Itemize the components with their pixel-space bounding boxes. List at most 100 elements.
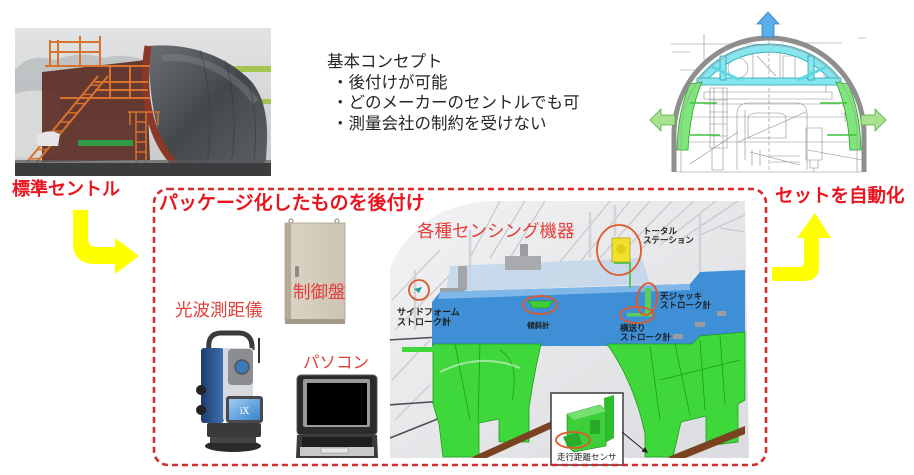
callout-line: ストローク計 xyxy=(660,301,712,311)
flow-arrow-down-right-icon xyxy=(73,210,139,274)
circle-lateral-feed xyxy=(619,306,655,324)
ts-screen xyxy=(229,399,260,420)
label-standard-centle: 標準セントル xyxy=(12,179,120,200)
circle-travel-sensor xyxy=(555,431,591,449)
cabinet-side xyxy=(285,223,291,320)
concept-bullet: ・後付けが可能 xyxy=(332,72,448,92)
label-control-panel: 制御盤 xyxy=(293,283,346,303)
scaffold-top-railing xyxy=(49,36,101,66)
drawing-gantry-beam xyxy=(688,91,852,143)
bracket-3 xyxy=(717,311,726,316)
laptop-display xyxy=(307,383,367,425)
photo-shell-rim xyxy=(142,45,183,172)
callout-line: 天ジャッキ xyxy=(660,292,703,302)
circle-side-form xyxy=(408,279,430,301)
package-dashed-boundary xyxy=(152,187,768,467)
lateral-feed-stroke-sensor xyxy=(627,313,652,317)
callout-line: ストローク計 xyxy=(620,333,672,343)
photo-orange-scaffolding xyxy=(21,36,160,169)
drawing-diagonals xyxy=(689,111,863,166)
concept-bullet: ・測量会社の制約を受けない xyxy=(332,113,547,133)
drawing-linework xyxy=(671,34,866,173)
photo-formwork-frame xyxy=(42,60,150,162)
concept-heading: 基本コンセプト xyxy=(327,52,443,71)
ts-lens xyxy=(234,359,250,375)
drawing-left-column xyxy=(709,87,728,171)
concept-bullet: ・どのメーカーのセントルでも可 xyxy=(332,93,580,112)
model-translucent-shell xyxy=(391,201,746,421)
standard-formwork-photo xyxy=(15,28,271,176)
scaffold-decks xyxy=(45,65,150,99)
inset-pointer-arrowhead-icon xyxy=(641,446,648,453)
cabinet-body xyxy=(284,222,346,321)
circle-total-station xyxy=(596,224,642,276)
callout-lateral-feed-stroke: 横送り ストローク計 xyxy=(620,325,671,343)
model-translucent-arc xyxy=(439,359,521,373)
callout-total-station: トータル ステーション xyxy=(643,228,694,246)
callout-line: ステーション xyxy=(643,236,694,246)
callout-line: ストローク計 xyxy=(397,317,452,328)
inclinometer-sensor xyxy=(527,300,554,309)
ts-sensor-head xyxy=(616,244,626,254)
total-station-image: iX xyxy=(196,330,263,452)
callout-line: 傾斜計 xyxy=(527,321,550,330)
top-jack-stroke-sensor xyxy=(645,288,651,314)
photo-white-tarp xyxy=(36,131,60,146)
photo-ground-sheen xyxy=(15,160,271,163)
model-upper-deck xyxy=(446,258,650,292)
shell-posts xyxy=(413,205,702,330)
cyan-braces xyxy=(709,64,829,82)
expand-right-arrow-icon xyxy=(860,108,887,132)
green-arms xyxy=(690,102,857,136)
drawing-green-side-panels xyxy=(676,81,862,151)
ts-sensor-mount xyxy=(614,262,631,288)
model-deck-block xyxy=(505,256,541,270)
cabinet-eyebolt-right xyxy=(334,218,340,224)
centle-3d-model-image xyxy=(390,201,749,466)
label-automate-set: セットを自動化 xyxy=(775,186,905,207)
travel-sensor-inset xyxy=(550,392,624,466)
label-pc: パソコン xyxy=(303,353,369,372)
expand-left-arrow-icon xyxy=(649,108,676,132)
laptop-touchpad xyxy=(320,447,349,454)
inset-pointer-line xyxy=(621,431,646,452)
ts-knob-lower xyxy=(196,405,206,415)
tunnel-cross-section-drawing xyxy=(649,11,887,173)
photo-shell xyxy=(148,45,268,169)
drawing-vehicle xyxy=(747,112,787,139)
callout-travel-distance-sensor: 走行距離センサ xyxy=(557,454,617,463)
bracket-1 xyxy=(673,334,683,339)
cabinet-base xyxy=(285,319,345,324)
cyan-beam xyxy=(696,77,842,86)
callout-inclinometer: 傾斜計 xyxy=(527,321,550,330)
green-panel-right xyxy=(835,81,862,151)
drawing-upper-machinery xyxy=(752,51,796,81)
inset-sensor-window xyxy=(590,420,600,434)
photo-shell-seams xyxy=(199,49,256,170)
model-side-arm xyxy=(402,347,434,352)
model-leg-details xyxy=(454,335,741,424)
green-panel-left xyxy=(676,81,703,151)
model-step-brackets xyxy=(673,311,726,339)
cabinet-handle xyxy=(295,266,299,277)
model-rail-right xyxy=(668,426,745,458)
bracket-2 xyxy=(695,322,705,327)
basic-concept-block: 基本コンセプト ・後付けが可能 ・どのメーカーのセントルでも可 ・測量会社の制約… xyxy=(327,52,580,134)
ts-tribrach xyxy=(207,423,261,437)
drawing-dims xyxy=(744,110,800,166)
lift-up-arrow-icon xyxy=(756,11,780,38)
control-panel-cabinet-image xyxy=(284,218,346,324)
label-sensing-devices: 各種センシング機器 xyxy=(417,222,575,242)
model-beam-top-face xyxy=(438,284,690,299)
cyan-arch-band xyxy=(696,43,842,81)
ts-carry-handle xyxy=(206,330,255,351)
label-retrofit-package: パッケージ化したものを後付け xyxy=(159,192,425,214)
total-station-sensor xyxy=(611,237,631,288)
ts-foot-screws xyxy=(210,437,256,443)
flow-arrow-right-up-icon xyxy=(772,213,831,281)
laptop-image xyxy=(296,374,378,458)
callout-line: 横送り xyxy=(620,324,646,334)
label-edm: 光波測距儀 xyxy=(175,301,263,321)
inset-sensor-plate xyxy=(604,395,614,443)
